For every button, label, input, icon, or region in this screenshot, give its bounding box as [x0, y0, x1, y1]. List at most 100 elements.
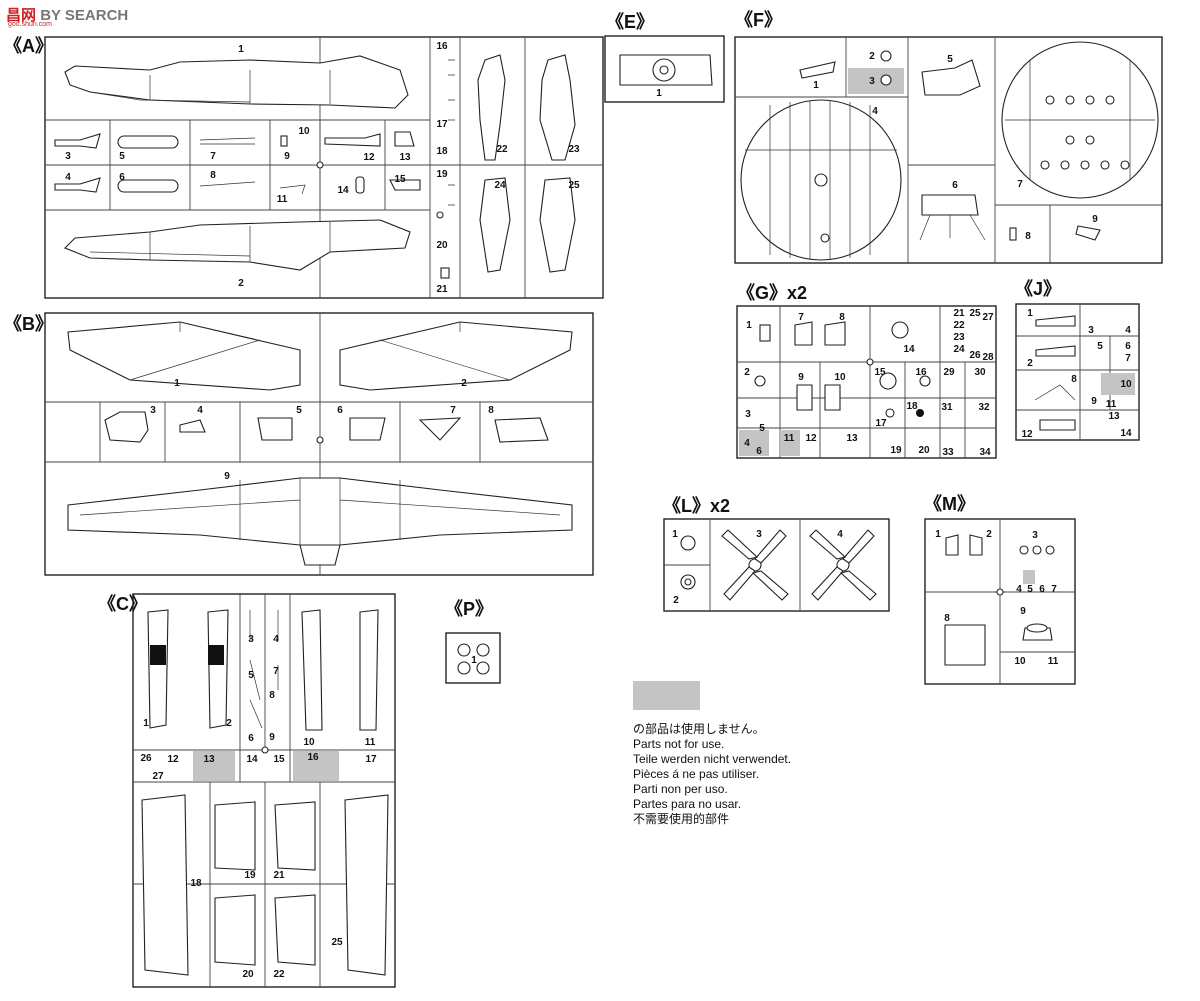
- part-f9: [1075, 225, 1101, 241]
- sprue-f: 《F》 1 2 3 4 5 6 7 8 9: [734, 10, 1163, 264]
- num-a10: 10: [298, 126, 310, 137]
- num-g20: 20: [918, 445, 930, 456]
- unused-c16: [293, 751, 339, 781]
- part-c21: [274, 801, 316, 871]
- sprue-e-label: 《E》: [606, 12, 654, 32]
- num-g17: 17: [875, 418, 887, 429]
- num-b6: 6: [337, 405, 343, 416]
- num-a14: 14: [337, 185, 349, 196]
- num-a24: 24: [494, 180, 506, 191]
- part-b9-wing: [67, 477, 573, 546]
- part-c1-marking: [150, 645, 166, 665]
- part-b5: [257, 417, 293, 441]
- legend-line-it: Parti non per uso.: [633, 782, 728, 796]
- part-m1: [945, 534, 959, 556]
- num-f9: 9: [1092, 214, 1098, 225]
- part-g16: [919, 375, 931, 387]
- num-c15: 15: [273, 754, 285, 765]
- part-c11: [359, 609, 379, 731]
- num-a7: 7: [210, 151, 216, 162]
- sprue-b: 《B》 1 2 3 4 5 6 7 8 9: [4, 312, 594, 576]
- part-c20: [214, 894, 256, 966]
- part-a24: [479, 177, 511, 273]
- unused-f3: [848, 68, 904, 94]
- sprue-j-label: 《J》: [1015, 279, 1061, 299]
- watermark-en: BY SEARCH: [40, 7, 129, 24]
- num-c25: 25: [331, 937, 343, 948]
- num-g3: 3: [745, 409, 751, 420]
- num-a17: 17: [436, 119, 448, 130]
- num-g1: 1: [746, 320, 752, 331]
- part-j1: [1035, 315, 1076, 327]
- part-a15: [389, 179, 421, 191]
- num-b9: 9: [224, 471, 230, 482]
- num-a3: 3: [65, 151, 71, 162]
- sprue-p: 《P》 1: [445, 599, 501, 684]
- num-g5: 5: [759, 423, 765, 434]
- part-c19: [214, 801, 256, 871]
- num-j11: 11: [1106, 399, 1117, 410]
- part-g14: [891, 321, 909, 339]
- num-j6: 6: [1125, 341, 1131, 352]
- num-g29: 29: [943, 367, 955, 378]
- unused-c13: [193, 751, 235, 781]
- part-a2-fuselage-right: [64, 219, 411, 271]
- num-l1: 1: [672, 529, 678, 540]
- num-g6: 6: [756, 446, 762, 457]
- sprue-a-frame: [44, 36, 604, 299]
- part-j2: [1035, 345, 1076, 357]
- sprue-l-label: 《L》x2: [663, 496, 730, 516]
- part-f6: [921, 194, 979, 216]
- unused-j10: [1101, 373, 1135, 395]
- num-a1: 1: [238, 44, 244, 55]
- num-m2: 2: [986, 529, 992, 540]
- num-a15: 15: [394, 174, 406, 185]
- num-g8: 8: [839, 312, 845, 323]
- part-a5: [117, 135, 179, 149]
- num-m11: 11: [1048, 656, 1059, 667]
- num-a9: 9: [284, 151, 290, 162]
- part-a25: [539, 177, 576, 273]
- num-a19: 19: [436, 169, 448, 180]
- num-g25: 25: [969, 308, 981, 319]
- num-l2: 2: [673, 595, 679, 606]
- num-b3: 3: [150, 405, 156, 416]
- num-g23: 23: [953, 332, 965, 343]
- num-g11: 11: [784, 433, 795, 444]
- part-g2: [754, 375, 766, 387]
- num-a22: 22: [496, 144, 508, 155]
- num-g16: 16: [915, 367, 927, 378]
- num-f8: 8: [1025, 231, 1031, 242]
- part-c2: [207, 609, 229, 729]
- num-g14: 14: [903, 344, 915, 355]
- num-c7: 7: [273, 666, 279, 677]
- num-c26: 26: [140, 753, 152, 764]
- num-c11: 11: [365, 737, 376, 748]
- legend-line-fr: Pièces á ne pas utiliser.: [633, 767, 760, 781]
- num-j12: 12: [1021, 429, 1033, 440]
- num-c16: 16: [307, 752, 319, 763]
- part-g1: [759, 324, 771, 342]
- part-f5: [921, 59, 981, 96]
- legend-line-de: Teile werden nicht verwendet.: [633, 752, 792, 766]
- part-a9: [280, 135, 288, 147]
- num-a20: 20: [436, 240, 448, 251]
- num-c1: 1: [143, 718, 149, 729]
- num-g34: 34: [979, 447, 991, 458]
- num-c4: 4: [273, 634, 279, 645]
- part-a4: [54, 177, 101, 193]
- part-g10: [824, 384, 841, 411]
- unused-g11: [780, 430, 800, 456]
- part-f8: [1009, 227, 1017, 241]
- num-g22: 22: [953, 320, 965, 331]
- num-g19: 19: [890, 445, 902, 456]
- num-a11: 11: [277, 194, 288, 205]
- part-j12: [1039, 419, 1076, 431]
- part-a21: [440, 267, 450, 279]
- num-f1: 1: [813, 80, 819, 91]
- sprue-g: 《G》x2 1 2 3 4 5 6 7 8 9 10 11 12: [736, 283, 997, 459]
- num-f3: 3: [869, 76, 875, 87]
- num-a21: 21: [436, 284, 448, 295]
- part-m2: [969, 534, 983, 556]
- num-j1: 1: [1027, 308, 1033, 319]
